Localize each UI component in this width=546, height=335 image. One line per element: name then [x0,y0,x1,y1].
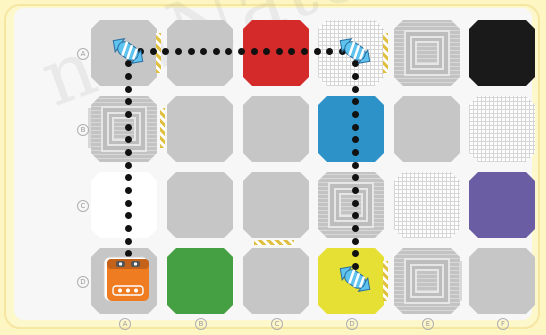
path-dot [352,149,359,156]
path-dot [125,200,132,207]
column-label: F [497,318,509,330]
path-dot [352,187,359,194]
path-dot [175,48,182,55]
edge-marker [156,33,161,73]
tile-DE [394,248,460,314]
path-dot [352,124,359,131]
edge-marker [160,108,165,148]
path-dot [125,225,132,232]
column-label: C [271,318,283,330]
tile-CB [167,172,233,238]
tile-AF [469,20,535,86]
path-dot [352,98,359,105]
path-dot [352,225,359,232]
tile-DC [243,248,309,314]
path-dot [352,162,359,169]
tile-CC [243,172,309,238]
path-dot [125,174,132,181]
path-dot [314,48,321,55]
path-dot [125,136,132,143]
path-dot [288,48,295,55]
edge-marker [383,261,388,301]
column-label: E [422,318,434,330]
edge-marker [254,240,294,245]
path-dot [352,238,359,245]
path-dot [251,48,258,55]
path-dot [276,48,283,55]
path-dot [326,48,333,55]
path-dot [225,48,232,55]
path-dot [352,200,359,207]
candy-icon [108,31,148,71]
path-dot [200,48,207,55]
path-dot [125,124,132,131]
path-dot [162,48,169,55]
column-label: B [195,318,207,330]
tile-BE [394,96,460,162]
column-label: A [119,318,131,330]
row-label: A [77,48,89,60]
row-label: D [77,276,89,288]
candy-icon [335,31,375,71]
tile-AE [394,20,460,86]
edge-marker [383,33,388,73]
tile-BC [243,96,309,162]
tile-DF [469,248,535,314]
path-dot [125,162,132,169]
path-dot [352,212,359,219]
row-label: B [77,124,89,136]
path-dot [125,149,132,156]
path-dot [188,48,195,55]
tile-BB [167,96,233,162]
tile-BF [469,96,535,162]
path-dot [125,187,132,194]
path-dot [352,250,359,257]
robot-icon[interactable] [103,253,153,303]
candy-icon [335,259,375,299]
path-dot [150,48,157,55]
tile-DB [167,248,233,314]
path-dot [125,212,132,219]
path-dot [352,174,359,181]
column-label: D [346,318,358,330]
path-dot [352,136,359,143]
path-dot [213,48,220,55]
path-dot [125,86,132,93]
path-dot [238,48,245,55]
path-dot [125,98,132,105]
tile-CE [394,172,460,238]
tile-CF [469,172,535,238]
path-dot [263,48,270,55]
edge-marker [459,261,462,301]
path-dot [125,111,132,118]
path-dot [352,86,359,93]
path-dot [125,73,132,80]
path-dot [352,111,359,118]
path-dot [301,48,308,55]
row-label: C [77,200,89,212]
path-dot [352,73,359,80]
path-dot [125,238,132,245]
